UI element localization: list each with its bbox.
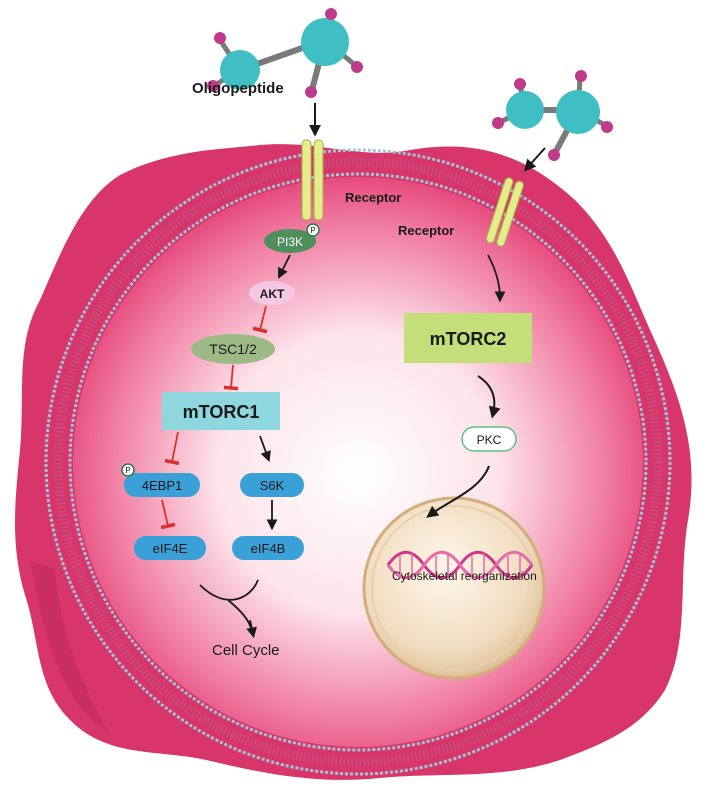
receptor-right-label: Receptor bbox=[398, 223, 454, 238]
pi3k-phospho-label: P bbox=[310, 226, 315, 235]
cell-cycle-label: Cell Cycle bbox=[212, 642, 280, 659]
receptor-left-label: Receptor bbox=[345, 190, 401, 205]
arrow-pi3k-to-akt bbox=[278, 254, 291, 279]
inhibit-4ebp1-to-eif4e bbox=[160, 499, 176, 530]
cytoskeletal-label: Cytoskeletal reorganization bbox=[392, 569, 537, 583]
oligopeptide-label: Oligopeptide bbox=[192, 80, 284, 97]
membrane-inner-layer bbox=[53, 157, 663, 767]
mtorc2-node bbox=[404, 313, 532, 363]
arrow-ligand-to-receptor-right bbox=[523, 147, 546, 172]
mtorc2-label: mTORC2 bbox=[430, 329, 507, 349]
fourebp1-phospho-label: P bbox=[125, 466, 130, 475]
s6k-node bbox=[240, 473, 304, 497]
eif4b-node bbox=[232, 536, 304, 560]
nucleus-inner-ring bbox=[371, 505, 537, 671]
fourebp1-label: 4EBP1 bbox=[142, 478, 182, 493]
pi3k-phospho-icon bbox=[306, 223, 320, 237]
membrane-outer bbox=[44, 148, 672, 776]
akt-node bbox=[249, 281, 295, 305]
oligopeptide-molecule-left bbox=[207, 8, 363, 98]
eif4e-label: eIF4E bbox=[153, 541, 188, 556]
inhibit-mtorc1-to-4ebp1 bbox=[164, 431, 180, 466]
arrow-eif-to-cell-cycle-head bbox=[246, 619, 257, 639]
mtorc1-label: mTORC1 bbox=[183, 402, 260, 422]
tsc-label: TSC1/2 bbox=[209, 341, 257, 357]
receptor-left bbox=[301, 139, 324, 221]
fourebp1-phospho-icon bbox=[121, 463, 135, 477]
inhibit-akt-to-tsc bbox=[252, 305, 268, 334]
eif4b-label: eIF4B bbox=[251, 541, 286, 556]
mtorc1-node bbox=[162, 392, 280, 430]
tsc-node bbox=[191, 334, 275, 364]
arrow-mtorc1-to-s6k bbox=[259, 435, 271, 463]
dna-helix-icon bbox=[386, 550, 534, 580]
eif4e-node bbox=[134, 536, 206, 560]
nucleus bbox=[362, 496, 546, 680]
inhibit-tsc-to-mtorc1 bbox=[223, 364, 239, 391]
receptor-right bbox=[485, 177, 524, 247]
arrow-mtorc2-to-pkc bbox=[477, 375, 501, 419]
cytoplasm bbox=[73, 177, 643, 747]
pkc-node bbox=[461, 426, 517, 452]
membrane-inner bbox=[68, 172, 648, 752]
arrow-pkc-to-nucleus bbox=[426, 465, 490, 518]
akt-label: AKT bbox=[260, 287, 285, 301]
arrow-receptor-to-mtorc2 bbox=[487, 254, 506, 303]
pi3k-node bbox=[264, 229, 316, 253]
oligopeptide-molecule-right bbox=[492, 70, 613, 161]
pi3k-label: PI3K bbox=[277, 235, 303, 249]
pkc-label: PKC bbox=[477, 433, 502, 447]
fourebp1-node bbox=[124, 473, 200, 497]
cell-outer-shadow bbox=[30, 560, 110, 735]
s6k-label: S6K bbox=[260, 478, 285, 493]
